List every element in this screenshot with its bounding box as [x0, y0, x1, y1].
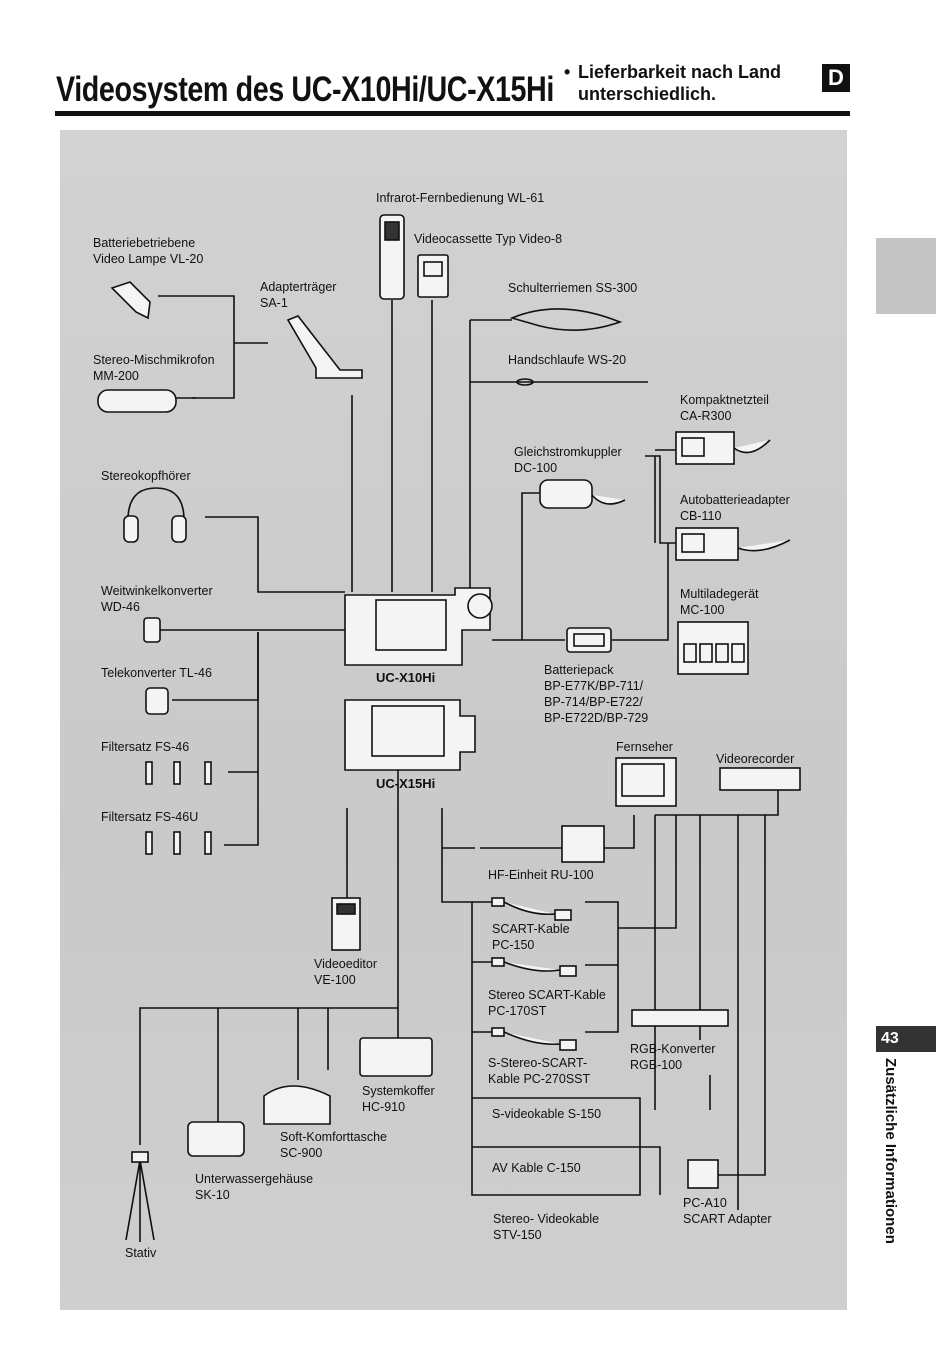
- filter-fs46u-icon: [145, 831, 153, 855]
- label-cassette: Videocassette Typ Video-8: [414, 232, 563, 246]
- page-number-text: 43: [881, 1030, 899, 1047]
- label-stvideo-2: STV-150: [493, 1228, 542, 1242]
- label-car-2: CB-110: [680, 509, 722, 523]
- label-filter2: Filtersatz FS-46U: [101, 810, 199, 824]
- label-psu-1: Kompaktnetzteil: [680, 393, 769, 407]
- tripod-icon: [125, 1159, 155, 1242]
- label-wide-2: WD-46: [101, 600, 140, 614]
- label-strap: Schulterriemen SS-300: [508, 281, 638, 295]
- label-pca-1: PC-A10: [683, 1196, 727, 1210]
- scart-adapter-icon: [687, 1159, 719, 1189]
- label-lamp-2: Video Lampe VL-20: [93, 252, 204, 266]
- label-housing-1: Unterwassergehäuse: [195, 1172, 314, 1186]
- dc-coupler-icon: [539, 479, 593, 509]
- page-number: 43: [876, 1026, 936, 1052]
- lamp-icon: [110, 281, 151, 320]
- device-icons: [97, 214, 801, 1242]
- label-svideo: S-videokable S-150: [492, 1107, 602, 1121]
- label-mic-1: Stereo-Mischmikrofon: [93, 353, 215, 367]
- label-rgb-1: RGB-Konverter: [630, 1042, 716, 1056]
- label-rf: HF-Einheit RU-100: [488, 868, 594, 882]
- label-battery-1: Batteriepack: [544, 663, 614, 677]
- rf-unit-icon: [561, 825, 605, 863]
- label-bag-1: Soft-Komforttasche: [280, 1130, 387, 1144]
- label-s-sscart-2: Kable PC-270SST: [488, 1072, 591, 1086]
- label-tele: Telekonverter TL-46: [101, 666, 212, 680]
- label-charger-2: MC-100: [680, 603, 725, 617]
- label-tv: Fernseher: [616, 740, 673, 754]
- label-vcr: Videorecorder: [716, 752, 795, 766]
- label-x15: UC-X15Hi: [376, 776, 436, 791]
- title-rule: [55, 111, 850, 116]
- note-line-2: unterschiedlich.: [578, 84, 717, 104]
- label-charger-1: Multiladegerät: [680, 587, 759, 601]
- label-pca-2: SCART Adapter: [683, 1212, 772, 1226]
- label-x10: UC-X10Hi: [376, 670, 436, 685]
- label-mic-2: MM-200: [93, 369, 139, 383]
- label-sscart-2: PC-170ST: [488, 1004, 547, 1018]
- rgb-converter-icon: [631, 1009, 729, 1027]
- headphones-icon: [127, 487, 185, 521]
- label-filter1: Filtersatz FS-46: [101, 740, 190, 754]
- label-sscart-1: Stereo SCART-Kable: [488, 988, 606, 1002]
- label-editor-2: VE-100: [314, 973, 356, 987]
- label-case-1: Systemkoffer: [362, 1084, 435, 1098]
- label-case-2: HC-910: [362, 1100, 406, 1114]
- label-tripod: Stativ: [125, 1246, 157, 1260]
- label-car-1: Autobatterieadapter: [680, 493, 790, 507]
- label-battery-2: BP-E77K/BP-711/: [544, 679, 644, 693]
- label-headphones: Stereokopfhörer: [101, 469, 191, 483]
- label-rgb-2: RGB-100: [630, 1058, 683, 1072]
- label-housing-2: SK-10: [195, 1188, 230, 1202]
- label-psu-2: CA-R300: [680, 409, 732, 423]
- s-stereo-scart-cable-icon: [491, 1027, 505, 1037]
- vcr-icon: [719, 767, 801, 791]
- side-tab: [876, 238, 936, 314]
- label-lamp-1: Batteriebetriebene: [93, 236, 196, 250]
- shoulder-strap-icon: [509, 308, 623, 331]
- label-handstrap: Handschlaufe WS-20: [508, 353, 627, 367]
- tele-converter-icon: [145, 687, 169, 715]
- label-av: AV Kable C-150: [492, 1161, 581, 1175]
- system-case-icon: [359, 1037, 433, 1077]
- label-dc-2: DC-100: [514, 461, 558, 475]
- page-title: Videosystem des UC-X10Hi/UC-X15Hi: [56, 70, 554, 109]
- wide-converter-icon: [143, 617, 161, 643]
- section-title: Zusätzliche Informationen: [882, 1058, 899, 1244]
- adapter-holder-icon: [286, 315, 363, 379]
- filter-fs46-icon: [145, 761, 153, 785]
- scart-cable-icon: [491, 897, 505, 907]
- language-badge: D: [822, 64, 850, 92]
- label-battery-3: BP-714/BP-E722/: [544, 695, 643, 709]
- underwater-housing-icon: [187, 1121, 245, 1157]
- microphone-icon: [97, 389, 177, 413]
- label-wide-1: Weitwinkelkonverter: [101, 584, 213, 598]
- note-line-1: Lieferbarkeit nach Land: [578, 62, 782, 82]
- label-stvideo-1: Stereo- Videokable: [493, 1212, 600, 1226]
- label-adapter-2: SA-1: [260, 296, 288, 310]
- label-adapter-1: Adapterträger: [260, 280, 337, 294]
- note-bullet: •: [564, 62, 571, 82]
- label-battery-4: BP-E722D/BP-729: [544, 711, 649, 725]
- soft-bag-icon: [263, 1085, 331, 1125]
- label-dc-1: Gleichstromkuppler: [514, 445, 622, 459]
- stereo-scart-cable-icon: [491, 957, 505, 967]
- label-scart-1: SCART-Kable: [492, 922, 570, 936]
- label-bag-2: SC-900: [280, 1146, 323, 1160]
- label-scart-2: PC-150: [492, 938, 535, 952]
- label-editor-1: Videoeditor: [314, 957, 378, 971]
- connector-lines: [139, 295, 779, 1210]
- label-s-sscart-1: S-Stereo-SCART-: [488, 1056, 588, 1070]
- label-remote: Infrarot-Fernbedienung WL-61: [376, 191, 545, 205]
